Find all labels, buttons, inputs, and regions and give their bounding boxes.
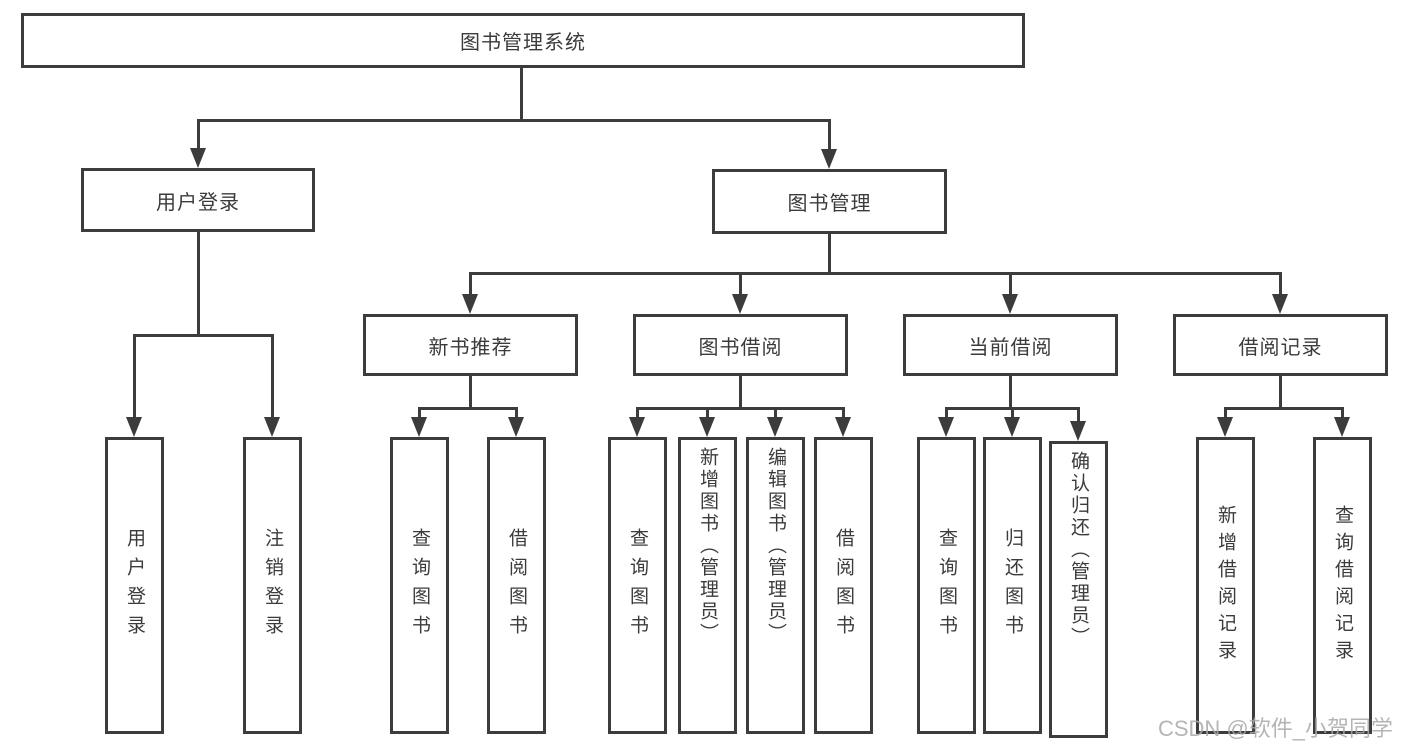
arrow-down (1272, 294, 1288, 314)
connector-drop (739, 275, 742, 295)
arrow-down (938, 417, 954, 437)
connector-stem (520, 68, 523, 120)
connector-drop (515, 410, 518, 418)
arrow-down (732, 294, 748, 314)
arrow-down (821, 149, 837, 169)
connector-branch (469, 272, 1282, 275)
arrow-down (835, 417, 851, 437)
connector-stem (739, 376, 742, 407)
connector-drop (1279, 275, 1282, 295)
arrow-down (411, 417, 427, 437)
connector-branch (133, 334, 274, 337)
leaf-label: 用户登录 (124, 527, 145, 644)
arrow-down (508, 417, 524, 437)
leaf-confirm-return-admin: 确认归还（管理员） (1049, 441, 1108, 738)
arrow-down (190, 148, 206, 168)
connector-stem (197, 232, 200, 334)
arrow-down (264, 417, 280, 437)
leaf-user-login: 用户登录 (105, 437, 164, 734)
node-book-borrow: 图书借阅 (633, 314, 848, 376)
connector-drop (469, 275, 472, 295)
node-book-management: 图书管理 (712, 169, 947, 234)
connector-drop (1224, 410, 1227, 418)
leaf-label: 新增借阅记录 (1215, 504, 1236, 667)
leaf-query-book-current: 查询图书 (917, 437, 976, 734)
leaf-borrow-book-recommend: 借阅图书 (487, 437, 546, 734)
csdn-watermark: CSDN @软件_小贺同学 (1157, 716, 1393, 741)
leaf-query-borrow-record: 查询借阅记录 (1313, 437, 1372, 734)
connector-branch (197, 119, 831, 122)
connector-stem (1279, 376, 1282, 407)
leaf-label: 查询图书 (936, 527, 957, 644)
leaf-label: 新增图书（管理员） (697, 447, 718, 645)
arrow-down (1334, 417, 1350, 437)
leaf-label: 确认归还（管理员） (1068, 451, 1089, 649)
connector-stem (1009, 376, 1012, 407)
connector-drop (271, 337, 274, 418)
connector-drop (1009, 275, 1012, 295)
leaf-borrow-book: 借阅图书 (814, 437, 873, 734)
connector-drop (636, 410, 639, 418)
leaf-edit-book-admin: 编辑图书（管理员） (746, 437, 805, 734)
connector-drop (706, 410, 709, 418)
leaf-label: 查询借阅记录 (1332, 504, 1353, 667)
connector-stem (828, 234, 831, 272)
connector-branch (945, 407, 1080, 410)
leaf-return-book: 归还图书 (983, 437, 1042, 734)
arrow-down (1070, 421, 1086, 441)
connector-branch (1224, 407, 1344, 410)
leaf-add-borrow-record: 新增借阅记录 (1196, 437, 1255, 734)
leaf-label: 归还图书 (1002, 527, 1023, 644)
node-user-login: 用户登录 (81, 168, 315, 232)
node-borrow-records: 借阅记录 (1173, 314, 1388, 376)
leaf-query-book-borrow: 查询图书 (608, 437, 667, 734)
connector-drop (133, 337, 136, 418)
arrow-down (1217, 417, 1233, 437)
arrow-down (1004, 417, 1020, 437)
node-library-system: 图书管理系统 (21, 13, 1025, 68)
connector-drop (1011, 410, 1014, 418)
connector-branch (418, 407, 518, 410)
connector-stem (469, 376, 472, 407)
connector-drop (774, 410, 777, 418)
leaf-label: 借阅图书 (506, 527, 527, 644)
node-current-borrow: 当前借阅 (903, 314, 1118, 376)
arrow-down (699, 417, 715, 437)
arrow-down (629, 417, 645, 437)
leaf-label: 查询图书 (627, 527, 648, 644)
arrow-down (767, 417, 783, 437)
connector-drop (1077, 410, 1080, 422)
connector-drop (842, 410, 845, 418)
leaf-query-book-recommend: 查询图书 (390, 437, 449, 734)
connector-drop (1341, 410, 1344, 418)
arrow-down (126, 417, 142, 437)
leaf-label: 借阅图书 (833, 527, 854, 644)
leaf-logout: 注销登录 (243, 437, 302, 734)
node-new-book-recommend: 新书推荐 (363, 314, 578, 376)
leaf-label: 查询图书 (409, 527, 430, 644)
connector-drop (418, 410, 421, 418)
arrow-down (462, 294, 478, 314)
connector-drop (945, 410, 948, 418)
leaf-label: 注销登录 (262, 527, 283, 644)
leaf-label: 编辑图书（管理员） (765, 447, 786, 645)
connector-drop (197, 122, 200, 149)
arrow-down (1002, 294, 1018, 314)
connector-branch (636, 407, 845, 410)
connector-drop (828, 122, 831, 149)
leaf-add-book-admin: 新增图书（管理员） (678, 437, 737, 734)
